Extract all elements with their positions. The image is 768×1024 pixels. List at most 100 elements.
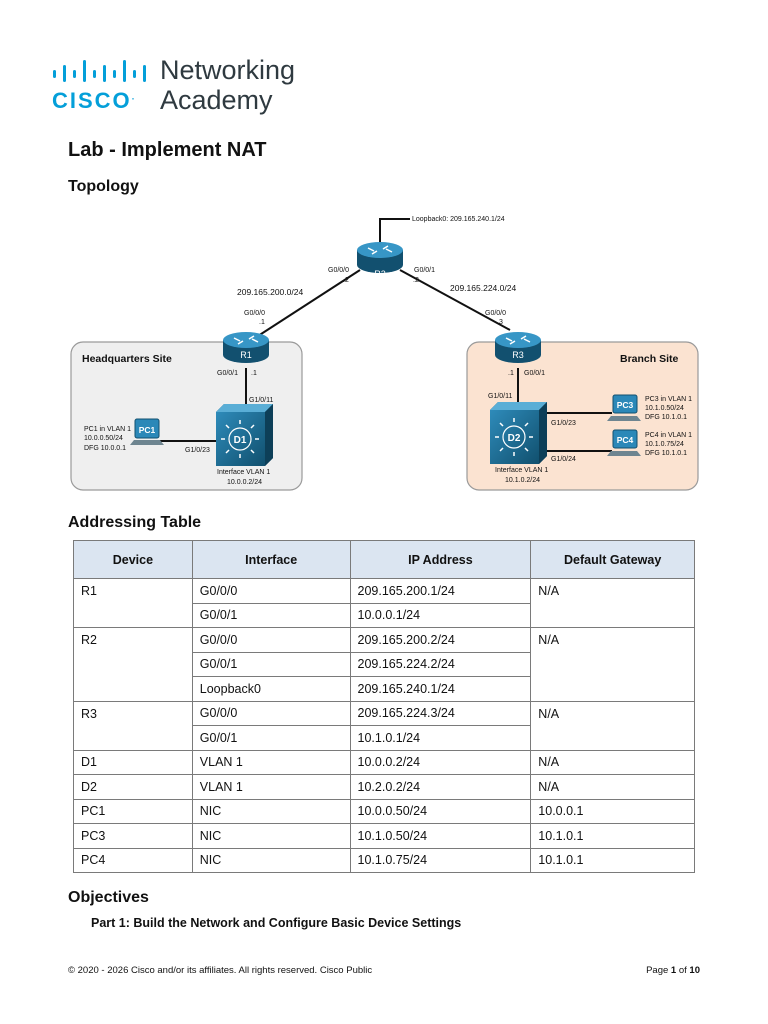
- switch-d1-icon: [216, 404, 273, 466]
- cell-ip: 10.0.0.1/24: [349, 602, 532, 628]
- cell-gateway: N/A: [530, 578, 695, 603]
- r3-label: R3: [512, 350, 524, 360]
- r2-left-if: G0/0/0: [328, 267, 349, 274]
- cell-gateway: N/A: [530, 627, 695, 652]
- cell-gateway: N/A: [530, 700, 695, 726]
- net-right-label: 209.165.224.0/24: [450, 283, 516, 293]
- pc1-line1: PC1 in VLAN 1: [84, 426, 131, 433]
- cell-device: D2: [73, 774, 193, 800]
- cell-ip: 209.165.224.2/24: [349, 651, 532, 677]
- cell-interface: G0/0/1: [191, 725, 351, 751]
- d2-pc4-if: G1/0/24: [551, 456, 576, 463]
- cell-device: [73, 725, 193, 751]
- table-row: G0/0/1 209.165.224.2/24: [73, 651, 695, 677]
- col-header-device: Device: [73, 540, 193, 579]
- d2-vlan-line2: 10.1.0.2/24: [505, 477, 540, 484]
- table-row: G0/0/1 10.0.0.1/24: [73, 602, 695, 628]
- cell-interface: G0/0/1: [191, 602, 351, 628]
- pc1-line3: DFG 10.0.0.1: [84, 445, 126, 452]
- pc3-label: PC3: [617, 400, 634, 410]
- d1-vlan-line2: 10.0.0.2/24: [227, 479, 262, 486]
- cell-gateway: 10.1.0.1: [530, 823, 695, 849]
- r3-top-ip: .3: [497, 319, 503, 326]
- addressing-heading: Addressing Table: [68, 514, 202, 531]
- table-row: G0/0/1 10.1.0.1/24: [73, 725, 695, 751]
- cell-device: [73, 676, 193, 702]
- pc4-line2: 10.1.0.75/24: [645, 441, 684, 448]
- table-row: PC1 NIC 10.0.0.50/24 10.0.0.1: [73, 798, 695, 824]
- pc4-label: PC4: [617, 435, 634, 445]
- d1-vlan-line1: Interface VLAN 1: [217, 469, 270, 476]
- cell-gateway: N/A: [530, 774, 695, 800]
- r1-label: R1: [240, 350, 252, 360]
- cell-interface: G0/0/0: [191, 627, 351, 653]
- table-row: D1 VLAN 1 10.0.0.2/24 N/A: [73, 749, 695, 775]
- topology-diagram: R2 R1 R3 D1 D2 PC1: [70, 216, 699, 491]
- cell-device: PC1: [73, 798, 193, 824]
- cell-ip: 209.165.200.1/24: [349, 578, 532, 604]
- r1-bot-if: G0/0/1: [217, 370, 238, 377]
- pc3-icon: [607, 394, 641, 421]
- r1-bot-ip: .1: [251, 370, 257, 377]
- cell-device: [73, 603, 193, 628]
- cell-device: PC4: [73, 847, 193, 873]
- cell-gateway: N/A: [530, 749, 695, 775]
- col-header-ip: IP Address: [349, 540, 532, 579]
- table-row: D2 VLAN 1 10.2.0.2/24 N/A: [73, 774, 695, 800]
- page-title: Lab - Implement NAT: [68, 139, 267, 161]
- cell-ip: 10.1.0.1/24: [349, 725, 532, 751]
- footer-copyright: © 2020 - 2026 Cisco and/or its affiliate…: [68, 965, 373, 976]
- d2-label: D2: [508, 433, 521, 444]
- cell-interface: NIC: [191, 798, 351, 824]
- d1-label: D1: [234, 435, 247, 446]
- pc1-label: PC1: [139, 425, 156, 435]
- pc3-line1: PC3 in VLAN 1: [645, 396, 692, 403]
- cell-gateway: 10.1.0.1: [530, 847, 695, 873]
- pc1-icon: [130, 418, 164, 445]
- r3-bot-if: G0/0/1: [524, 370, 545, 377]
- r2-right-if: G0/0/1: [414, 267, 435, 274]
- table-row: PC4 NIC 10.1.0.75/24 10.1.0.1: [73, 847, 695, 873]
- objectives-heading: Objectives: [68, 889, 149, 906]
- cell-device: [73, 652, 193, 677]
- cisco-wordmark: CISCO.: [52, 88, 135, 113]
- cell-ip: 10.2.0.2/24: [349, 774, 532, 800]
- pc4-icon: [607, 429, 641, 456]
- cell-device: R1: [73, 578, 193, 603]
- footer-page-number: Page 1 of 10: [646, 965, 700, 976]
- link-r2-r3: [399, 269, 511, 331]
- pc3-line2: 10.1.0.50/24: [645, 405, 684, 412]
- r1-top-if: G0/0/0: [244, 310, 265, 317]
- table-header-row: Device Interface IP Address Default Gate…: [73, 540, 695, 579]
- cell-gateway: [530, 652, 695, 677]
- cell-interface: NIC: [191, 823, 351, 849]
- r1-top-ip: .1: [259, 319, 265, 326]
- cell-ip: 10.1.0.75/24: [349, 847, 532, 873]
- cell-gateway: [530, 725, 695, 751]
- pc3-line3: DFG 10.1.0.1: [645, 414, 687, 421]
- hq-site-label: Headquarters Site: [82, 353, 172, 365]
- cell-gateway: [530, 676, 695, 702]
- cisco-bars-icon: [53, 60, 146, 82]
- col-header-gateway: Default Gateway: [530, 540, 695, 579]
- pc1-line2: 10.0.0.50/24: [84, 435, 123, 442]
- d1-pc-if: G1/0/23: [185, 447, 210, 454]
- logo-academy: Academy: [160, 85, 273, 115]
- link-r1-r2: [257, 269, 361, 337]
- cell-ip: 10.0.0.2/24: [349, 749, 532, 775]
- cell-interface: Loopback0: [191, 676, 351, 702]
- cell-device: D1: [73, 749, 193, 775]
- cell-interface: G0/0/1: [191, 651, 351, 677]
- cell-gateway: [530, 603, 695, 628]
- table-row: PC3 NIC 10.1.0.50/24 10.1.0.1: [73, 823, 695, 849]
- cell-device: R3: [73, 700, 193, 726]
- loopback-link: [379, 218, 410, 243]
- cell-interface: VLAN 1: [191, 749, 351, 775]
- cell-ip: 10.0.0.50/24: [349, 798, 532, 824]
- cell-ip: 209.165.224.3/24: [349, 700, 532, 726]
- table-row: R3 G0/0/0 209.165.224.3/24 N/A: [73, 700, 695, 726]
- cell-ip: 209.165.200.2/24: [349, 627, 532, 653]
- r2-left-ip: .2: [343, 277, 349, 284]
- cell-device: PC3: [73, 823, 193, 849]
- cell-interface: G0/0/0: [191, 700, 351, 726]
